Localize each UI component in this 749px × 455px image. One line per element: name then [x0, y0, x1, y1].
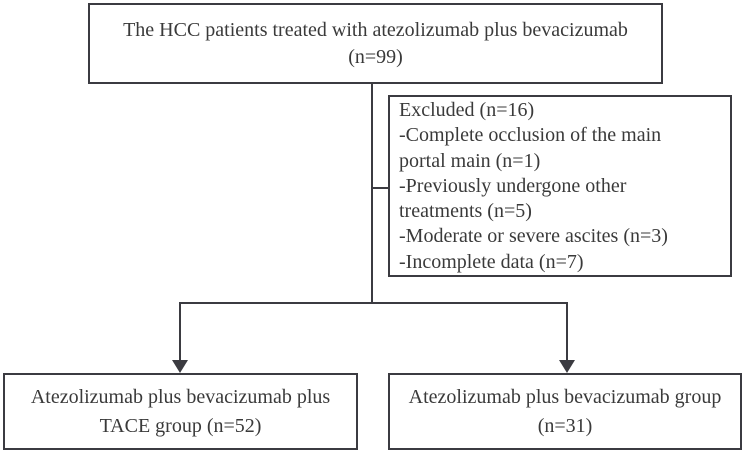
title-box: The HCC patients treated with atezolizum… [88, 3, 663, 84]
tace-group-count: TACE group (n=52) [99, 414, 262, 437]
excluded-reason-line: portal main (n=1) [399, 149, 541, 172]
connector-left-drop-line [179, 302, 181, 362]
atezo-bev-group-line: Atezolizumab plus bevacizumab group [408, 385, 722, 408]
title-box-line: The HCC patients treated with atezolizum… [123, 18, 628, 41]
excluded-box: Excluded (n=16) -Complete occlusion of t… [388, 95, 732, 277]
tace-group-box: Atezolizumab plus bevacizumab plus TACE … [3, 373, 358, 450]
connector-branch-line [179, 302, 568, 304]
atezo-bev-group-box: Atezolizumab plus bevacizumab group (n=3… [388, 373, 742, 450]
connector-right-drop-line [566, 302, 568, 362]
arrowhead-left-icon [172, 360, 188, 373]
excluded-header: Excluded (n=16) [399, 99, 535, 121]
title-box-count: (n=99) [348, 45, 403, 68]
tace-group-line: Atezolizumab plus bevacizumab plus [30, 385, 331, 408]
excluded-reason-line: -Previously undergone other [399, 174, 627, 197]
excluded-reason-line: treatments (n=5) [399, 200, 532, 223]
arrowhead-right-icon [559, 360, 575, 373]
connector-excluded-tick-line [371, 187, 389, 189]
excluded-reason-line: -Moderate or severe ascites (n=3) [399, 225, 668, 248]
excluded-reason-line: -Complete occlusion of the main [399, 124, 662, 147]
excluded-reason-line: -Incomplete data (n=7) [399, 250, 584, 273]
atezo-bev-group-count: (n=31) [537, 414, 593, 437]
connector-stem-line [371, 84, 373, 304]
